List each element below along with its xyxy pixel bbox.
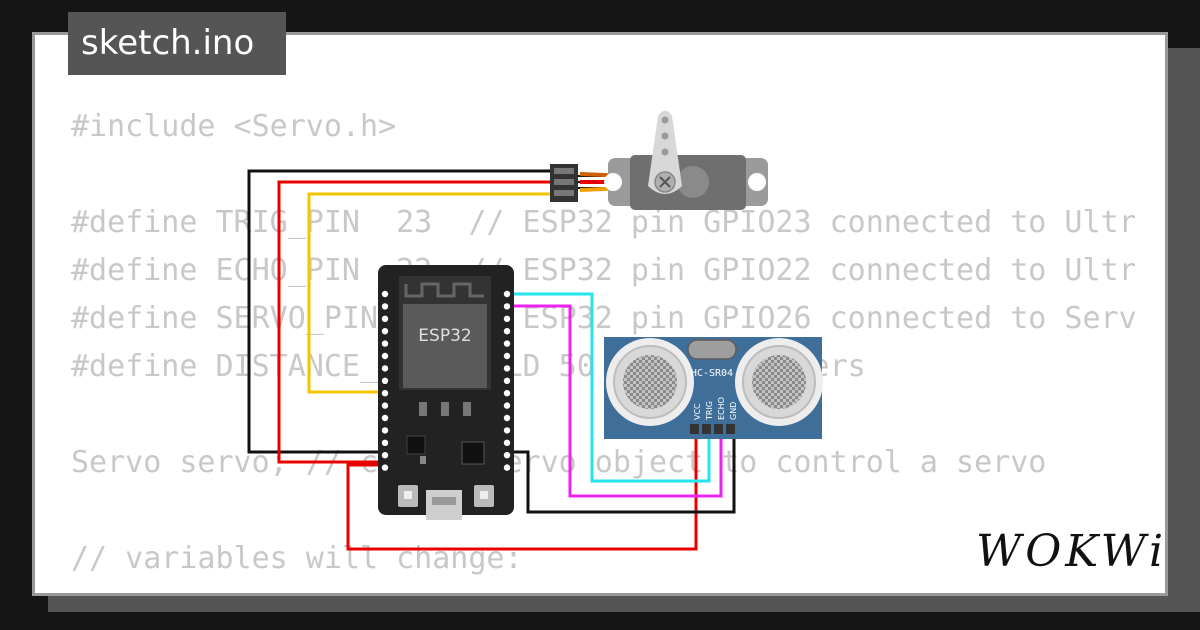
transducer-left	[623, 355, 677, 409]
transducer-right	[752, 355, 806, 409]
header-pin	[381, 365, 389, 372]
header-pin	[381, 414, 389, 422]
header-pin	[503, 439, 511, 446]
header-pin	[381, 377, 389, 384]
header-pin	[503, 290, 511, 298]
voltage-regulator	[406, 435, 426, 455]
header-pin	[503, 464, 511, 471]
code-line: float duration_us, distance_cm;	[71, 583, 1135, 593]
code-line: #define TRIG_PIN 23 // ESP32 pin GPIO23 …	[71, 205, 1135, 240]
header-pin	[381, 464, 389, 471]
header-pin	[381, 303, 389, 310]
wire-signal-servo	[307, 192, 555, 394]
header-pin	[381, 427, 389, 434]
sensor-pin-label: GND	[729, 402, 738, 420]
header-pin	[503, 377, 511, 384]
header-pin	[381, 439, 389, 446]
code-line: #define ECHO_PIN 22 // ESP32 pin GPIO22 …	[71, 253, 1135, 288]
header-pin	[503, 402, 511, 409]
header-pin	[503, 414, 511, 422]
code-line: // variables will change:	[71, 541, 523, 576]
wokwi-logo[interactable]: WOKWi	[976, 526, 1168, 577]
esp32-board[interactable]: ESP32	[378, 265, 514, 520]
sensor-model-label: HC-SR04	[691, 368, 733, 379]
header-pin	[381, 328, 389, 335]
code-line: #include <Servo.h>	[71, 109, 397, 144]
file-tab[interactable]: sketch.ino	[68, 12, 286, 75]
wire-vin-sensor	[346, 432, 698, 551]
wire-trig	[507, 292, 711, 483]
header-pin	[381, 452, 389, 459]
header-pin	[503, 390, 511, 397]
sensor-pin-label: ECHO	[717, 397, 726, 420]
code-card: #include <Servo.h> #define TRIG_PIN 23 //…	[32, 32, 1168, 596]
antenna-trace	[404, 282, 484, 298]
wire-vin-servo	[277, 180, 555, 464]
header-pin	[503, 352, 511, 360]
wire-gnd-sensor	[507, 432, 736, 514]
esp32-pins-right	[503, 290, 511, 471]
wire-gnd-servo	[247, 169, 555, 454]
ultrasonic-sensor[interactable]: HC-SR04 VCC TRIG ECHO GND	[604, 337, 823, 439]
wire-echo	[507, 304, 723, 498]
header-pin	[381, 390, 389, 397]
header-pin	[503, 303, 511, 310]
header-pin	[503, 365, 511, 372]
header-pin	[381, 315, 389, 322]
header-pin	[381, 402, 389, 409]
header-pin	[381, 352, 389, 360]
code-preview: #include <Servo.h> #define TRIG_PIN 23 //…	[71, 103, 1135, 593]
header-pin	[503, 452, 511, 459]
esp32-pins-left	[381, 290, 389, 471]
header-pin	[503, 315, 511, 322]
header-pin	[503, 340, 511, 347]
header-pin	[381, 340, 389, 347]
servo-motor[interactable]	[550, 110, 768, 211]
sensor-pins	[690, 424, 735, 434]
crystal	[687, 339, 737, 360]
servo-screw-icon	[659, 176, 671, 188]
esp32-module	[403, 304, 487, 388]
sensor-pin-label: TRIG	[705, 401, 714, 421]
esp32-chip-label: ESP32	[418, 326, 471, 346]
sensor-pin-label: VCC	[693, 403, 702, 420]
usb-chip	[461, 441, 485, 465]
header-pin	[503, 427, 511, 434]
header-pin	[503, 328, 511, 335]
header-pin	[381, 290, 389, 298]
